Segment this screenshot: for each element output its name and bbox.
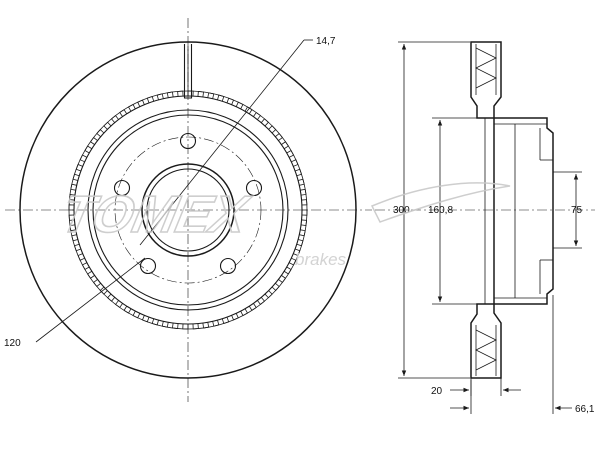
pitch-circle xyxy=(114,136,262,284)
ring-notch xyxy=(260,118,269,127)
ring-notch xyxy=(268,125,277,134)
notch-outer-edge xyxy=(68,90,308,330)
hat-outer-edge xyxy=(87,109,289,311)
bolt-hole xyxy=(245,179,263,197)
ring-notch xyxy=(257,297,266,305)
center-bore-label: 75 xyxy=(571,205,583,216)
ring-notch xyxy=(271,282,280,291)
ring-notch xyxy=(264,290,273,299)
height-label: 66,1 xyxy=(575,404,595,415)
watermark: TOMEX brakes xyxy=(55,182,511,269)
hat-section xyxy=(484,118,553,304)
friction-ring-inner-edge xyxy=(73,95,303,325)
center-bore xyxy=(141,163,235,257)
bolt-hole-diameter-label: 14,7 xyxy=(316,36,336,47)
center-bore-chamfer xyxy=(146,168,230,252)
ring-notch xyxy=(93,279,101,288)
bolt-hole xyxy=(139,257,157,275)
hat-diameter-label: 160,8 xyxy=(428,205,453,216)
notched-ring xyxy=(68,90,308,330)
ring-notch xyxy=(107,293,116,302)
ring-notch xyxy=(110,115,119,123)
ring-notch xyxy=(187,90,194,97)
disc-section-outline xyxy=(470,41,554,379)
bolt-hole xyxy=(113,179,131,197)
bolt-holes xyxy=(113,132,263,275)
pitch-circle-label: 120 xyxy=(4,338,21,349)
pitch-circle-leader xyxy=(35,257,146,343)
ring-notch xyxy=(275,132,283,141)
watermark-swoosh xyxy=(370,182,511,223)
ring-notch xyxy=(96,129,105,138)
bolt-hole xyxy=(179,132,197,150)
bolt-hole-leader xyxy=(139,39,305,246)
vent-channel xyxy=(475,44,497,376)
vent-slot xyxy=(183,44,193,99)
watermark-brand: TOMEX xyxy=(56,186,255,244)
ring-notch xyxy=(301,209,308,216)
bolt-hole xyxy=(219,257,237,275)
watermark-sub: brakes xyxy=(295,250,347,269)
hat-step xyxy=(92,114,284,306)
ring-notch xyxy=(103,121,112,130)
outer-diameter-label: 300 xyxy=(393,205,410,216)
ring-notch xyxy=(182,323,189,330)
side-view: 300 160,8 75 20 66,1 xyxy=(375,41,595,415)
front-view: 14,7 120 xyxy=(4,18,372,402)
thickness-label: 20 xyxy=(431,386,443,397)
disc-outer-rim xyxy=(19,41,357,379)
